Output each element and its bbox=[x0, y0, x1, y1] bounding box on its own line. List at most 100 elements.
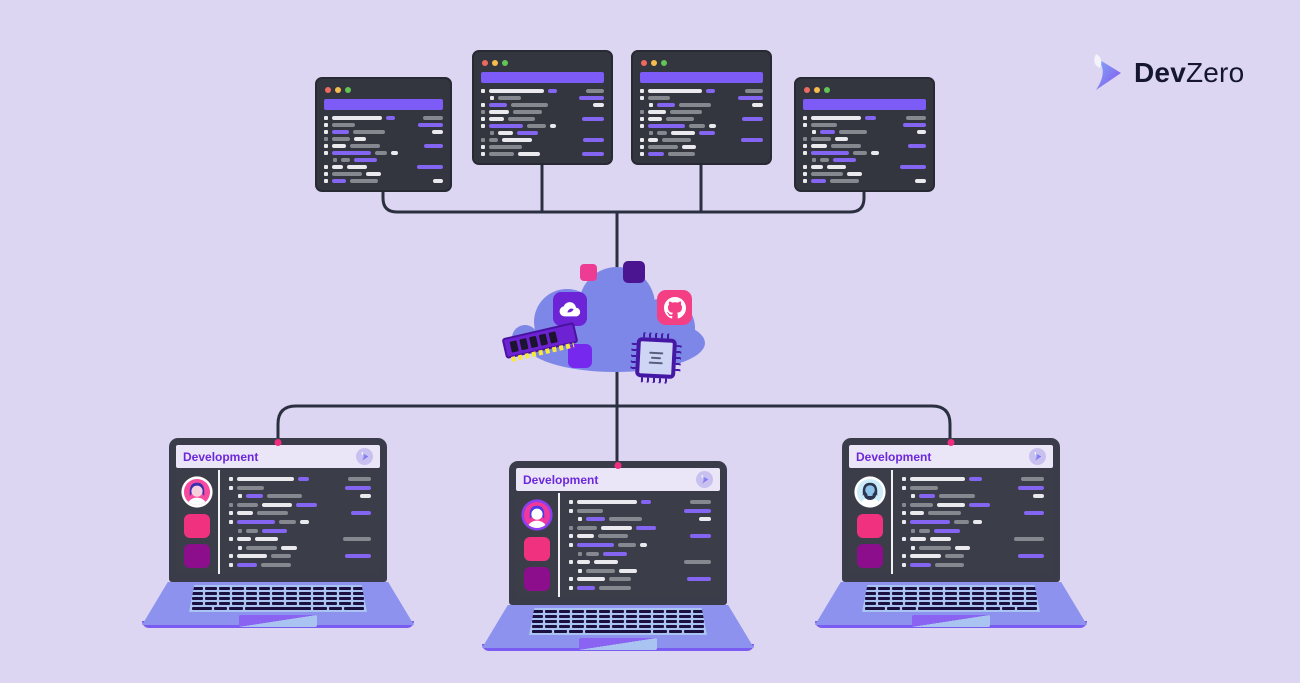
code-line bbox=[902, 502, 1044, 507]
code-line bbox=[481, 138, 604, 142]
key bbox=[905, 587, 917, 590]
ram-chip bbox=[538, 333, 549, 346]
code-line bbox=[803, 179, 926, 183]
code-bar bbox=[640, 542, 648, 547]
key bbox=[905, 592, 917, 595]
laptop-workspace bbox=[849, 470, 1053, 574]
code-line bbox=[481, 103, 604, 107]
key bbox=[558, 615, 571, 618]
key bbox=[532, 625, 544, 628]
code-bullet bbox=[649, 131, 653, 135]
code-line bbox=[324, 179, 443, 183]
code-bar bbox=[919, 528, 930, 533]
code-bar bbox=[811, 123, 837, 127]
code-line bbox=[578, 517, 711, 522]
code-bar bbox=[648, 138, 658, 142]
code-bullet bbox=[324, 123, 328, 127]
code-bar bbox=[351, 511, 371, 516]
key bbox=[218, 592, 231, 595]
code-bar bbox=[489, 145, 523, 149]
key bbox=[1001, 607, 1015, 610]
laptop-window-title: Development bbox=[856, 449, 932, 464]
key bbox=[639, 615, 651, 618]
code-line bbox=[902, 519, 1044, 524]
code-line bbox=[569, 542, 711, 547]
code-bar bbox=[969, 477, 983, 481]
code-bar bbox=[585, 89, 604, 93]
code-bar bbox=[246, 545, 277, 550]
code-bullet bbox=[324, 165, 328, 169]
code-bar bbox=[820, 130, 835, 134]
key bbox=[878, 602, 890, 605]
key bbox=[1012, 587, 1024, 590]
key bbox=[258, 592, 271, 595]
code-line bbox=[578, 568, 711, 573]
key bbox=[945, 587, 957, 590]
code-bar bbox=[740, 138, 763, 142]
code-bullet bbox=[578, 517, 582, 522]
code-bar bbox=[928, 511, 961, 516]
code-bar bbox=[907, 144, 926, 148]
code-line bbox=[229, 562, 371, 567]
key bbox=[258, 602, 271, 605]
key bbox=[232, 592, 244, 595]
code-bullet bbox=[902, 537, 906, 542]
code-bar bbox=[1024, 511, 1044, 516]
key bbox=[325, 592, 338, 595]
workspace-sidebar bbox=[176, 470, 220, 574]
code-bar bbox=[619, 568, 637, 573]
code-lines bbox=[560, 493, 720, 597]
key bbox=[878, 587, 890, 590]
code-bar bbox=[640, 500, 651, 504]
code-bar bbox=[353, 137, 366, 141]
cpu-pins bbox=[630, 342, 637, 371]
code-line bbox=[569, 508, 711, 513]
code-line bbox=[640, 96, 763, 100]
code-bullet bbox=[569, 500, 573, 504]
code-bar bbox=[598, 534, 628, 539]
code-bullet bbox=[324, 130, 328, 134]
code-bullet bbox=[324, 137, 328, 141]
code-bar bbox=[527, 124, 546, 128]
keyboard-row bbox=[192, 597, 365, 600]
code-bar bbox=[511, 103, 549, 107]
devzero-logo-icon bbox=[1094, 54, 1121, 90]
code-lines bbox=[324, 116, 443, 183]
laptop-base bbox=[815, 582, 1087, 628]
code-bar bbox=[256, 511, 288, 516]
user-avatar-graphic bbox=[521, 499, 553, 531]
code-bar bbox=[1033, 494, 1044, 499]
code-bar bbox=[332, 172, 362, 176]
code-bullet bbox=[569, 534, 573, 539]
code-lines bbox=[640, 89, 763, 156]
key bbox=[598, 615, 611, 618]
code-line bbox=[481, 145, 604, 149]
code-bullet bbox=[569, 560, 573, 565]
code-window-4 bbox=[794, 77, 935, 192]
code-bar bbox=[385, 116, 396, 120]
keyboard-row bbox=[192, 602, 365, 605]
code-bar bbox=[583, 138, 604, 142]
key bbox=[665, 615, 678, 618]
code-line bbox=[911, 528, 1044, 533]
code-line bbox=[578, 551, 711, 556]
code-bar bbox=[827, 165, 846, 169]
code-line bbox=[324, 144, 443, 148]
laptop-window-header: Development bbox=[849, 445, 1053, 468]
key bbox=[945, 602, 957, 605]
traffic-light-green-icon bbox=[824, 87, 830, 93]
keyboard bbox=[189, 585, 367, 612]
code-bar bbox=[260, 562, 291, 567]
spacebar-key bbox=[244, 607, 312, 610]
code-bar bbox=[422, 116, 443, 120]
code-line bbox=[803, 137, 926, 141]
keyboard-row bbox=[865, 607, 1037, 610]
laptop-base bbox=[142, 582, 414, 628]
code-bar bbox=[577, 542, 614, 547]
key bbox=[985, 597, 997, 600]
key bbox=[272, 597, 284, 600]
code-line bbox=[481, 89, 604, 93]
code-bar bbox=[332, 144, 347, 148]
code-bullet bbox=[812, 130, 816, 134]
keyboard-row bbox=[192, 592, 365, 595]
